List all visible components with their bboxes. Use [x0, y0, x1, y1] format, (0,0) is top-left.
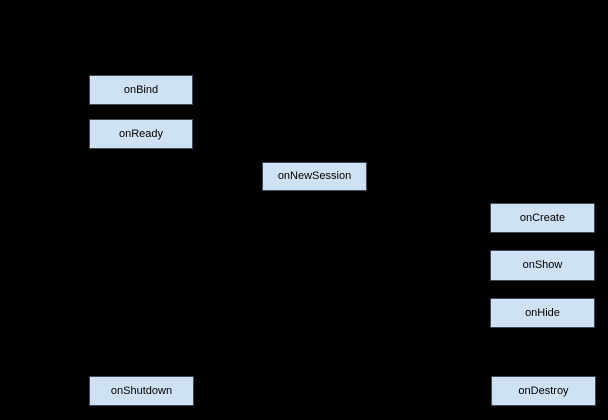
- node-onbind: onBind: [89, 75, 193, 105]
- node-onnewsession-label: onNewSession: [277, 170, 352, 182]
- node-oncreate: onCreate: [490, 203, 595, 233]
- node-onshutdown-label: onShutdown: [110, 384, 173, 397]
- node-onshutdown: onShutdown: [89, 376, 194, 406]
- node-onshow: onShow: [490, 250, 595, 281]
- node-onhide-label: onHide: [525, 306, 560, 319]
- node-onshow-label: onShow: [522, 259, 563, 271]
- node-onready-label: onReady: [118, 127, 164, 140]
- node-onnewsession: onNewSession: [262, 162, 367, 191]
- node-ondestroy-label: onDestroy: [518, 384, 569, 397]
- node-onready: onReady: [89, 119, 193, 149]
- node-onbind-label: onBind: [123, 83, 159, 96]
- node-ondestroy: onDestroy: [491, 376, 596, 406]
- node-oncreate-label: onCreate: [519, 211, 566, 224]
- node-onhide: onHide: [490, 298, 595, 328]
